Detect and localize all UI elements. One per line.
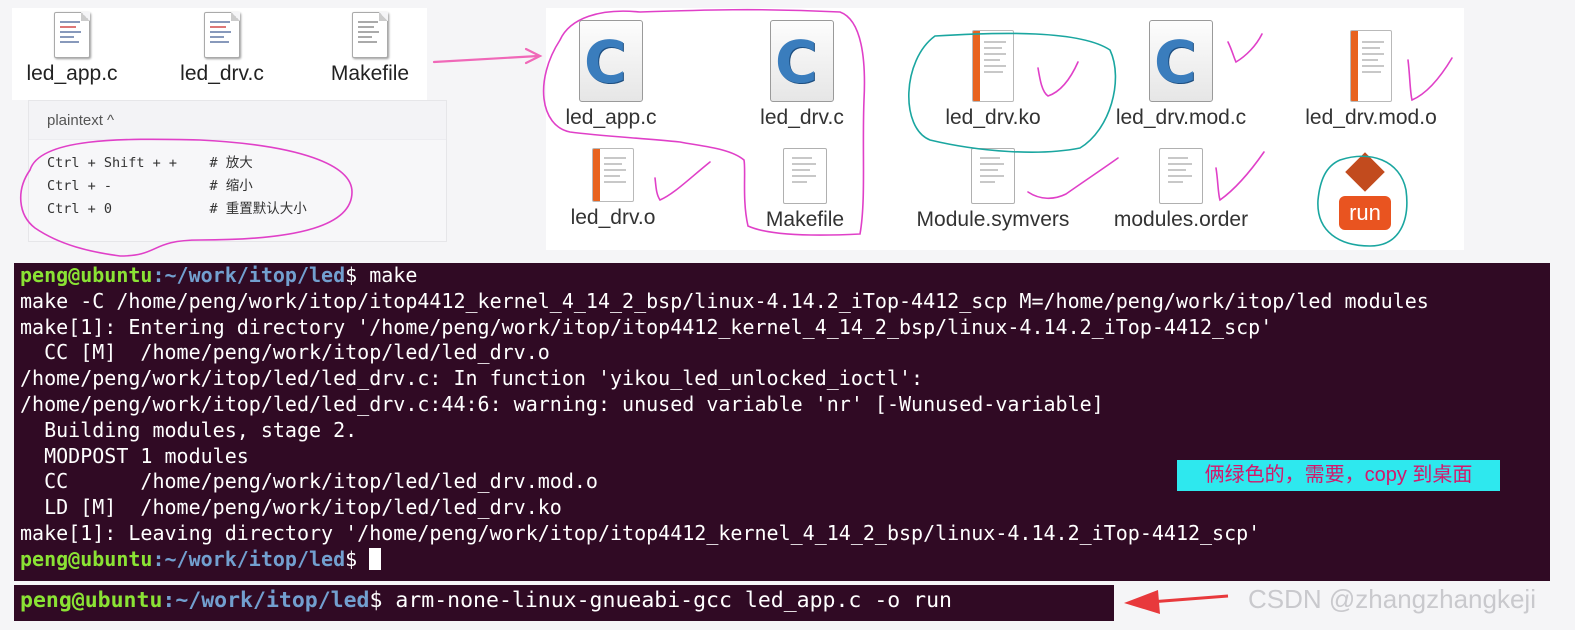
text-file-icon (1159, 148, 1203, 204)
file-name: led_drv.c (180, 62, 264, 85)
terminal-output-line: /home/peng/work/itop/led/led_drv.c: In f… (20, 366, 924, 391)
file-name: led_drv.mod.o (1305, 106, 1437, 129)
prompt-path: :~/work/itop/led (152, 263, 346, 287)
code-line: Ctrl + - # 缩小 (47, 178, 253, 194)
prompt-symbol: $ (345, 546, 370, 571)
file-name: modules.order (1113, 208, 1249, 231)
file-item-led-drv-o[interactable]: led_drv.o (518, 148, 708, 230)
file-item-led-drv-mod-o[interactable]: led_drv.mod.o (1276, 30, 1466, 130)
file-manager-panel: C led_app.c C led_drv.c led_drv.ko C led… (546, 8, 1464, 250)
file-item-led-drv-c[interactable]: C led_drv.c (707, 20, 897, 130)
file-name: led_app.c (565, 106, 657, 129)
text-file-icon (352, 12, 388, 58)
file-item-led-drv-c[interactable]: led_drv.c (162, 12, 282, 86)
text-file-icon (204, 12, 240, 58)
file-strip-small: led_app.c led_drv.c Makefile (12, 8, 427, 100)
prompt-user: peng@ubuntu (20, 263, 153, 287)
terminal-output-line: /home/peng/work/itop/led/led_drv.c:44:6:… (20, 391, 1104, 416)
text-file-icon (971, 148, 1015, 204)
terminal-output-line: MODPOST 1 modules (20, 443, 249, 468)
code-line: Ctrl + Shift + + # 放大 (47, 155, 253, 171)
file-name: led_app.c (26, 62, 118, 85)
terminal-output-line: make -C /home/peng/work/itop/itop4412_ke… (20, 288, 1429, 313)
prompt-symbol: $ (369, 588, 396, 613)
file-item-led-app-c[interactable]: led_app.c (12, 12, 132, 86)
terminal-command: arm-none-linux-gnueabi-gcc led_app.c -o … (395, 588, 952, 613)
code-language-toggle[interactable]: plaintext ^ (29, 101, 446, 140)
text-file-icon (783, 148, 827, 204)
file-name: led_drv.c (760, 106, 844, 129)
prompt-path: :~/work/itop/led (162, 588, 370, 613)
code-line: Ctrl + 0 # 重置默认大小 (47, 201, 307, 217)
prompt-symbol: $ (345, 263, 370, 287)
terminal-window-compile[interactable]: peng@ubuntu:~/work/itop/led$ arm-none-li… (14, 585, 1114, 621)
c-source-icon: C (1149, 20, 1213, 102)
file-name: Makefile (765, 208, 845, 231)
file-item-led-drv-ko[interactable]: led_drv.ko (898, 30, 1088, 130)
executable-icon: run (1319, 152, 1411, 240)
file-item-makefile[interactable]: Makefile (710, 148, 900, 232)
terminal-output-line: CC /home/peng/work/itop/led/led_drv.mod.… (20, 469, 598, 494)
file-item-led-drv-mod-c[interactable]: C led_drv.mod.c (1086, 20, 1276, 130)
file-name: Makefile (330, 62, 410, 85)
prompt-user: peng@ubuntu (20, 546, 153, 571)
file-name: Module.symvers (916, 208, 1070, 231)
code-content: Ctrl + Shift + + # 放大 Ctrl + - # 缩小 Ctrl… (29, 140, 446, 221)
file-item-modules-order[interactable]: modules.order (1086, 148, 1276, 232)
terminal-output-line: make[1]: Entering directory '/home/peng/… (20, 314, 1273, 339)
object-file-icon (1350, 30, 1392, 102)
file-name: led_drv.o (570, 206, 656, 229)
c-source-icon: C (579, 20, 643, 102)
prompt-path: :~/work/itop/led (152, 546, 346, 571)
terminal-prompt-line: peng@ubuntu:~/work/itop/led$ arm-none-li… (20, 585, 1114, 617)
code-block: plaintext ^ Ctrl + Shift + + # 放大 Ctrl +… (28, 100, 447, 242)
watermark: CSDN @zhangzhangkeji (1248, 584, 1536, 614)
terminal-cursor (369, 547, 382, 570)
annotation-note: 俩绿色的，需要，copy 到桌面 (1177, 460, 1500, 491)
terminal-output-line: LD [M] /home/peng/work/itop/led/led_drv.… (20, 495, 562, 520)
terminal-output-line: make[1]: Leaving directory '/home/peng/w… (20, 520, 1261, 545)
file-item-module-symvers[interactable]: Module.symvers (898, 148, 1088, 232)
arrow-icon (1124, 590, 1229, 614)
file-name: led_drv.mod.c (1115, 106, 1247, 129)
c-source-icon: C (770, 20, 834, 102)
file-item-led-app-c[interactable]: C led_app.c (516, 20, 706, 130)
file-name: led_drv.ko (945, 106, 1041, 129)
object-file-icon (592, 148, 634, 202)
file-name: run (1339, 196, 1391, 230)
terminal-output: peng@ubuntu:~/work/itop/led$ arm-none-li… (14, 585, 1114, 617)
prompt-user: peng@ubuntu (20, 588, 163, 613)
file-item-run[interactable]: run (1270, 152, 1460, 240)
terminal-prompt-line: peng@ubuntu:~/work/itop/led$ (20, 547, 1550, 573)
text-file-icon (54, 12, 90, 58)
terminal-output-line: CC [M] /home/peng/work/itop/led/led_drv.… (20, 340, 550, 365)
terminal-prompt-line: peng@ubuntu:~/work/itop/led$ make (20, 263, 1550, 289)
file-item-makefile[interactable]: Makefile (310, 12, 430, 86)
terminal-command: make (369, 263, 418, 287)
terminal-output-line: Building modules, stage 2. (20, 417, 358, 442)
object-file-icon (972, 30, 1014, 102)
